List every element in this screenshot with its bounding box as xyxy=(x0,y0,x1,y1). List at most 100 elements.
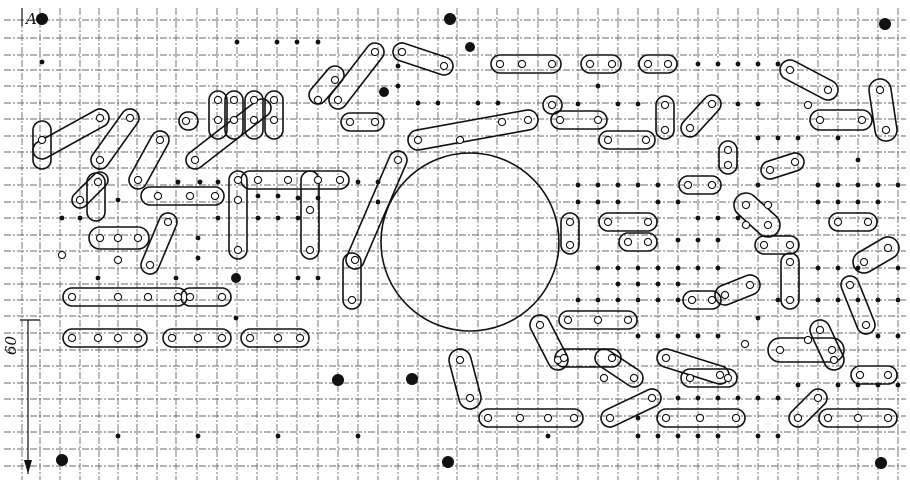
pad-outline xyxy=(345,150,408,270)
pad-hole xyxy=(397,47,407,57)
via-dot xyxy=(173,275,179,281)
via-dot xyxy=(835,182,841,188)
pad-hole xyxy=(741,200,751,210)
pad-hole xyxy=(585,59,595,69)
pad-outline-shape xyxy=(342,252,362,310)
via-dot xyxy=(655,182,661,188)
pad-outline xyxy=(779,59,839,101)
via-dot xyxy=(195,235,201,241)
pad-hole xyxy=(643,217,653,227)
via-dot xyxy=(675,237,681,243)
via-dot xyxy=(215,179,221,185)
corner-label: A xyxy=(24,10,37,28)
pad-outline xyxy=(682,290,722,310)
pad-hole xyxy=(593,315,603,325)
pad-hole xyxy=(741,220,751,230)
pad-hole xyxy=(413,135,423,145)
pad-hole xyxy=(517,59,527,69)
pad-hole xyxy=(641,135,651,145)
pad-outline xyxy=(32,120,52,170)
pad-outline xyxy=(300,170,320,260)
pad-hole xyxy=(333,95,343,105)
via-dot xyxy=(875,382,881,388)
via-dot xyxy=(274,39,280,45)
pad-outline-shape xyxy=(618,232,658,252)
pad-hole xyxy=(185,191,195,201)
pad-outline xyxy=(529,314,569,371)
via-dot xyxy=(715,61,721,67)
pad-hole xyxy=(547,100,557,110)
pad-outline xyxy=(868,78,898,142)
pad-outline-shape xyxy=(162,328,232,348)
via-dot xyxy=(835,382,841,388)
pad-hole xyxy=(785,240,795,250)
pad-hole xyxy=(523,115,533,125)
pad-hole xyxy=(93,333,103,343)
pad-hole xyxy=(269,95,279,105)
pad-hole xyxy=(855,370,865,380)
via-dot xyxy=(395,83,401,89)
via-dot xyxy=(234,39,240,45)
pad-hole xyxy=(685,123,695,133)
mounting-hole xyxy=(444,13,456,25)
pad-hole xyxy=(623,315,633,325)
via-dot xyxy=(775,297,781,303)
pad-outline-shape xyxy=(598,130,656,150)
pad-outline-shape xyxy=(328,42,385,110)
pad-hole xyxy=(827,345,837,355)
via-dot xyxy=(655,433,661,439)
via-dot xyxy=(815,199,821,205)
via-dot xyxy=(315,275,321,281)
pad-outline xyxy=(840,275,876,335)
pad-hole xyxy=(455,355,465,365)
pad-outline xyxy=(560,212,580,255)
pad-hole xyxy=(607,353,617,363)
via-dot xyxy=(695,237,701,243)
pad-hole xyxy=(759,240,769,250)
via-dot xyxy=(575,199,581,205)
pad-outline-shape xyxy=(264,90,284,140)
pad-hole xyxy=(803,100,813,110)
via-dot xyxy=(835,199,841,205)
via-dot xyxy=(755,433,761,439)
pad-hole xyxy=(439,61,449,71)
pad-hole xyxy=(765,165,775,175)
pad-outline-shape xyxy=(598,212,658,232)
pad-outline-shape xyxy=(779,59,839,101)
via-dot xyxy=(655,281,661,287)
via-dot xyxy=(233,315,239,321)
pad-hole xyxy=(347,295,357,305)
via-dot xyxy=(315,195,321,201)
pad-hole xyxy=(335,175,345,185)
via-dot xyxy=(195,255,201,261)
pad-hole xyxy=(603,217,613,227)
pad-hole xyxy=(210,191,220,201)
via-dot xyxy=(255,193,261,199)
pad-outline-shape xyxy=(407,109,539,151)
pad-outline-shape xyxy=(32,108,110,160)
pad-hole xyxy=(559,353,569,363)
pad-outline xyxy=(828,212,878,232)
via-dot xyxy=(595,265,601,271)
pad-hole xyxy=(813,393,823,403)
pad-hole xyxy=(483,413,493,423)
via-dot xyxy=(875,333,881,339)
corner-marker: A xyxy=(21,8,37,28)
pad-hole xyxy=(233,175,243,185)
via-dot xyxy=(295,275,301,281)
pad-hole xyxy=(95,155,105,165)
pad-outline xyxy=(850,365,898,385)
via-dot xyxy=(355,433,361,439)
mounting-hole xyxy=(379,87,389,97)
pad-hole xyxy=(845,280,855,290)
via-dot xyxy=(675,333,681,339)
grid xyxy=(4,8,906,480)
via-dot xyxy=(655,265,661,271)
via-dot xyxy=(755,182,761,188)
pad-outline xyxy=(809,319,845,371)
via-dot xyxy=(615,199,621,205)
via-dot xyxy=(895,333,901,339)
pad-hole xyxy=(707,295,717,305)
via-dot xyxy=(635,297,641,303)
pad-hole xyxy=(829,355,839,365)
